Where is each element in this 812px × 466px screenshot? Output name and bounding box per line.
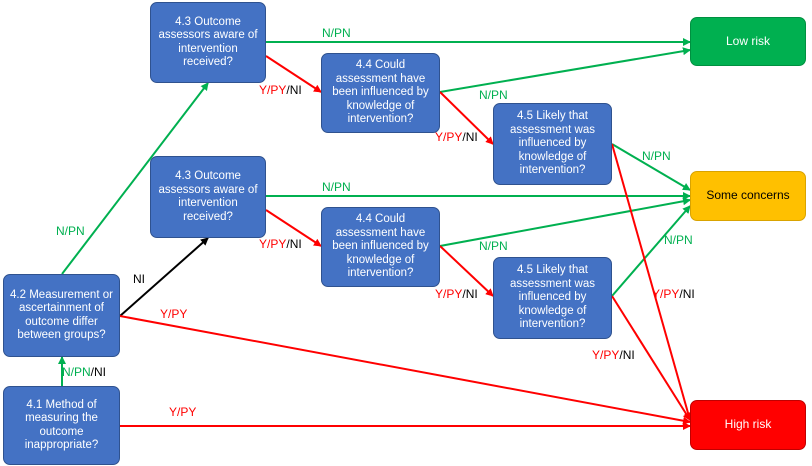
node-4-4-could-influence-mid: 4.4 Could assessment have been influence… xyxy=(321,207,440,287)
label-43mid-to-44mid: Y/PY/NI xyxy=(259,237,302,251)
arrow-43top-to-44top xyxy=(265,55,322,93)
arrow-42-to-43-mid xyxy=(119,237,209,317)
label-41-to-high: Y/PY xyxy=(169,405,197,419)
label-43top-to-low: N/PN xyxy=(322,26,351,40)
label-43top-to-44top: Y/PY/NI xyxy=(259,83,302,97)
label-45top-to-some: N/PN xyxy=(642,149,671,163)
node-4-4-could-influence-top: 4.4 Could assessment have been influence… xyxy=(321,53,440,133)
arrow-45top-to-some xyxy=(611,143,691,191)
arrow-45top-to-high xyxy=(611,143,692,421)
node-4-1-method-inappropriate: 4.1 Method of measuring the outcome inap… xyxy=(3,386,120,465)
outcome-low-risk: Low risk xyxy=(690,17,806,66)
label-42-to-43-top: N/PN xyxy=(56,224,85,238)
node-4-5-likely-influenced-mid: 4.5 Likely that assessment was influence… xyxy=(493,257,612,339)
arrow-42-to-43-top xyxy=(61,82,209,275)
arrow-43mid-to-44mid xyxy=(265,209,322,247)
arrow-42-to-high xyxy=(119,315,691,425)
label-44top-to-low: N/PN xyxy=(479,88,508,102)
node-4-5-likely-influenced-top: 4.5 Likely that assessment was influence… xyxy=(493,103,612,185)
arrow-45mid-to-some xyxy=(611,205,691,297)
label-45mid-to-some: N/PN xyxy=(664,233,693,247)
label-42-to-high: Y/PY xyxy=(160,307,188,321)
label-41-to-42: N/PN/NI xyxy=(62,365,107,379)
outcome-high-risk: High risk xyxy=(690,400,806,450)
label-43mid-to-some: N/PN xyxy=(322,180,351,194)
arrow-44top-to-low xyxy=(439,47,691,93)
label-44mid-to-some: N/PN xyxy=(479,239,508,253)
node-4-3-assessors-aware-mid: 4.3 Outcome assessors aware of intervent… xyxy=(150,156,266,238)
label-45mid-to-high: Y/PY/NI xyxy=(592,348,635,362)
node-4-3-assessors-aware-top: 4.3 Outcome assessors aware of intervent… xyxy=(150,2,266,83)
arrow-45mid-to-high xyxy=(611,295,691,421)
outcome-some-concerns: Some concerns xyxy=(690,171,806,221)
label-45top-to-high: Y/PY/NI xyxy=(652,287,695,301)
arrow-44mid-to-some xyxy=(439,197,691,247)
label-44top-to-45top: Y/PY/NI xyxy=(435,130,478,144)
label-44mid-to-45mid: Y/PY/NI xyxy=(435,287,478,301)
node-4-2-measurement-differ: 4.2 Measurement or ascertainment of outc… xyxy=(3,274,120,357)
arrow-44mid-to-45mid xyxy=(439,245,494,297)
arrow-44top-to-45top xyxy=(439,91,494,145)
label-42-to-43-mid: NI xyxy=(133,272,145,286)
